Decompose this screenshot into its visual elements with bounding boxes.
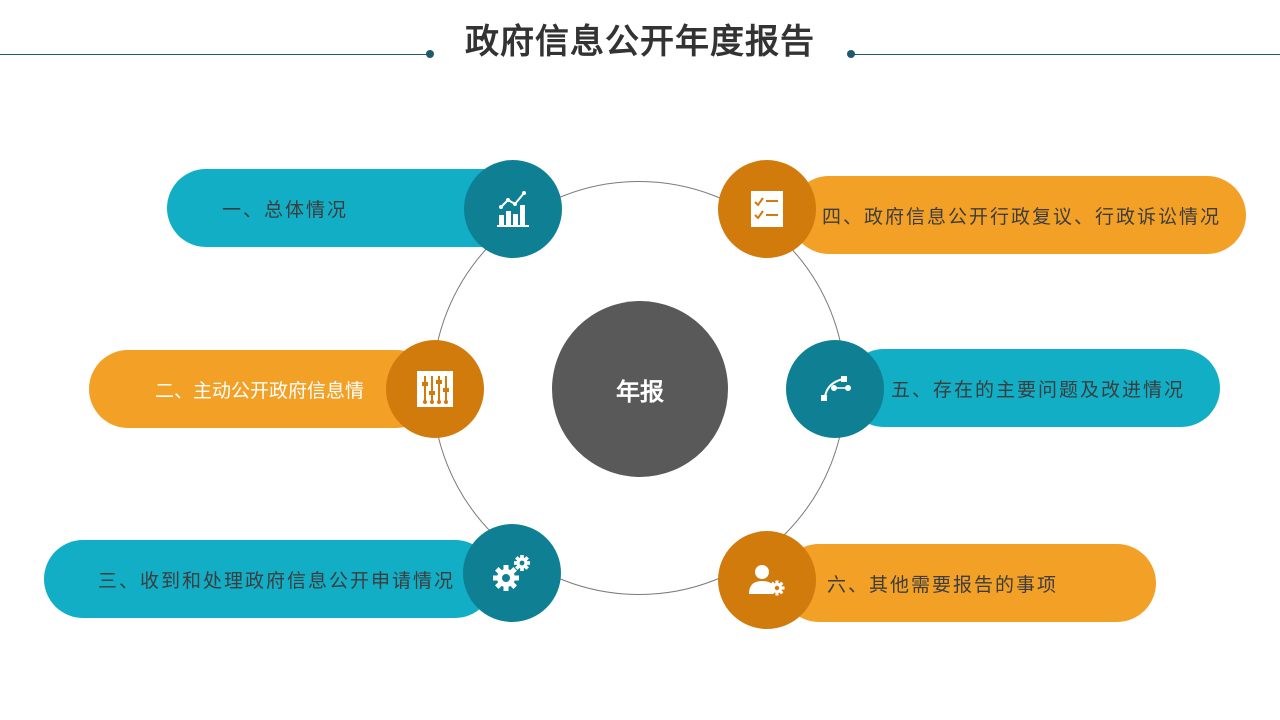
item-3-node[interactable] bbox=[463, 524, 561, 622]
item-4-pill[interactable]: 四、政府信息公开行政复议、行政诉讼情况 bbox=[790, 176, 1246, 254]
title-rule-right bbox=[850, 54, 1280, 55]
item-2-node[interactable] bbox=[386, 340, 484, 438]
item-5-pill[interactable]: 五、存在的主要问题及改进情况 bbox=[845, 349, 1220, 427]
item-2-pill[interactable]: 二、主动公开政府信息情 bbox=[89, 350, 435, 428]
item-3-pill[interactable]: 三、收到和处理政府信息公开申请情况 bbox=[44, 540, 494, 618]
user-gear-icon bbox=[749, 565, 785, 596]
item-5-label: 五、存在的主要问题及改进情况 bbox=[891, 378, 1186, 401]
item-2-label: 二、主动公开政府信息情 bbox=[155, 379, 365, 402]
checklist-icon bbox=[751, 191, 783, 227]
item-1-label: 一、总体情况 bbox=[222, 198, 349, 221]
bar-chart-icon bbox=[497, 191, 529, 227]
item-4-node[interactable] bbox=[718, 160, 816, 258]
item-6-node[interactable] bbox=[718, 531, 816, 629]
title-dot-left bbox=[426, 50, 434, 58]
item-6-pill[interactable]: 六、其他需要报告的事项 bbox=[780, 544, 1156, 622]
title-rule-left bbox=[0, 54, 430, 55]
sliders-icon bbox=[417, 371, 453, 407]
gears-icon bbox=[493, 555, 530, 591]
item-3-label: 三、收到和处理政府信息公开申请情况 bbox=[98, 569, 456, 592]
page-title: 政府信息公开年度报告 bbox=[465, 22, 815, 62]
item-1-node[interactable] bbox=[464, 160, 562, 258]
item-6-label: 六、其他需要报告的事项 bbox=[827, 573, 1059, 596]
center-label: 年报 bbox=[616, 377, 664, 406]
vector-pen-icon bbox=[821, 376, 851, 401]
item-5-node[interactable] bbox=[786, 340, 884, 438]
item-4-label: 四、政府信息公开行政复议、行政诉讼情况 bbox=[822, 205, 1222, 228]
center-hub: 年报 bbox=[552, 301, 728, 477]
